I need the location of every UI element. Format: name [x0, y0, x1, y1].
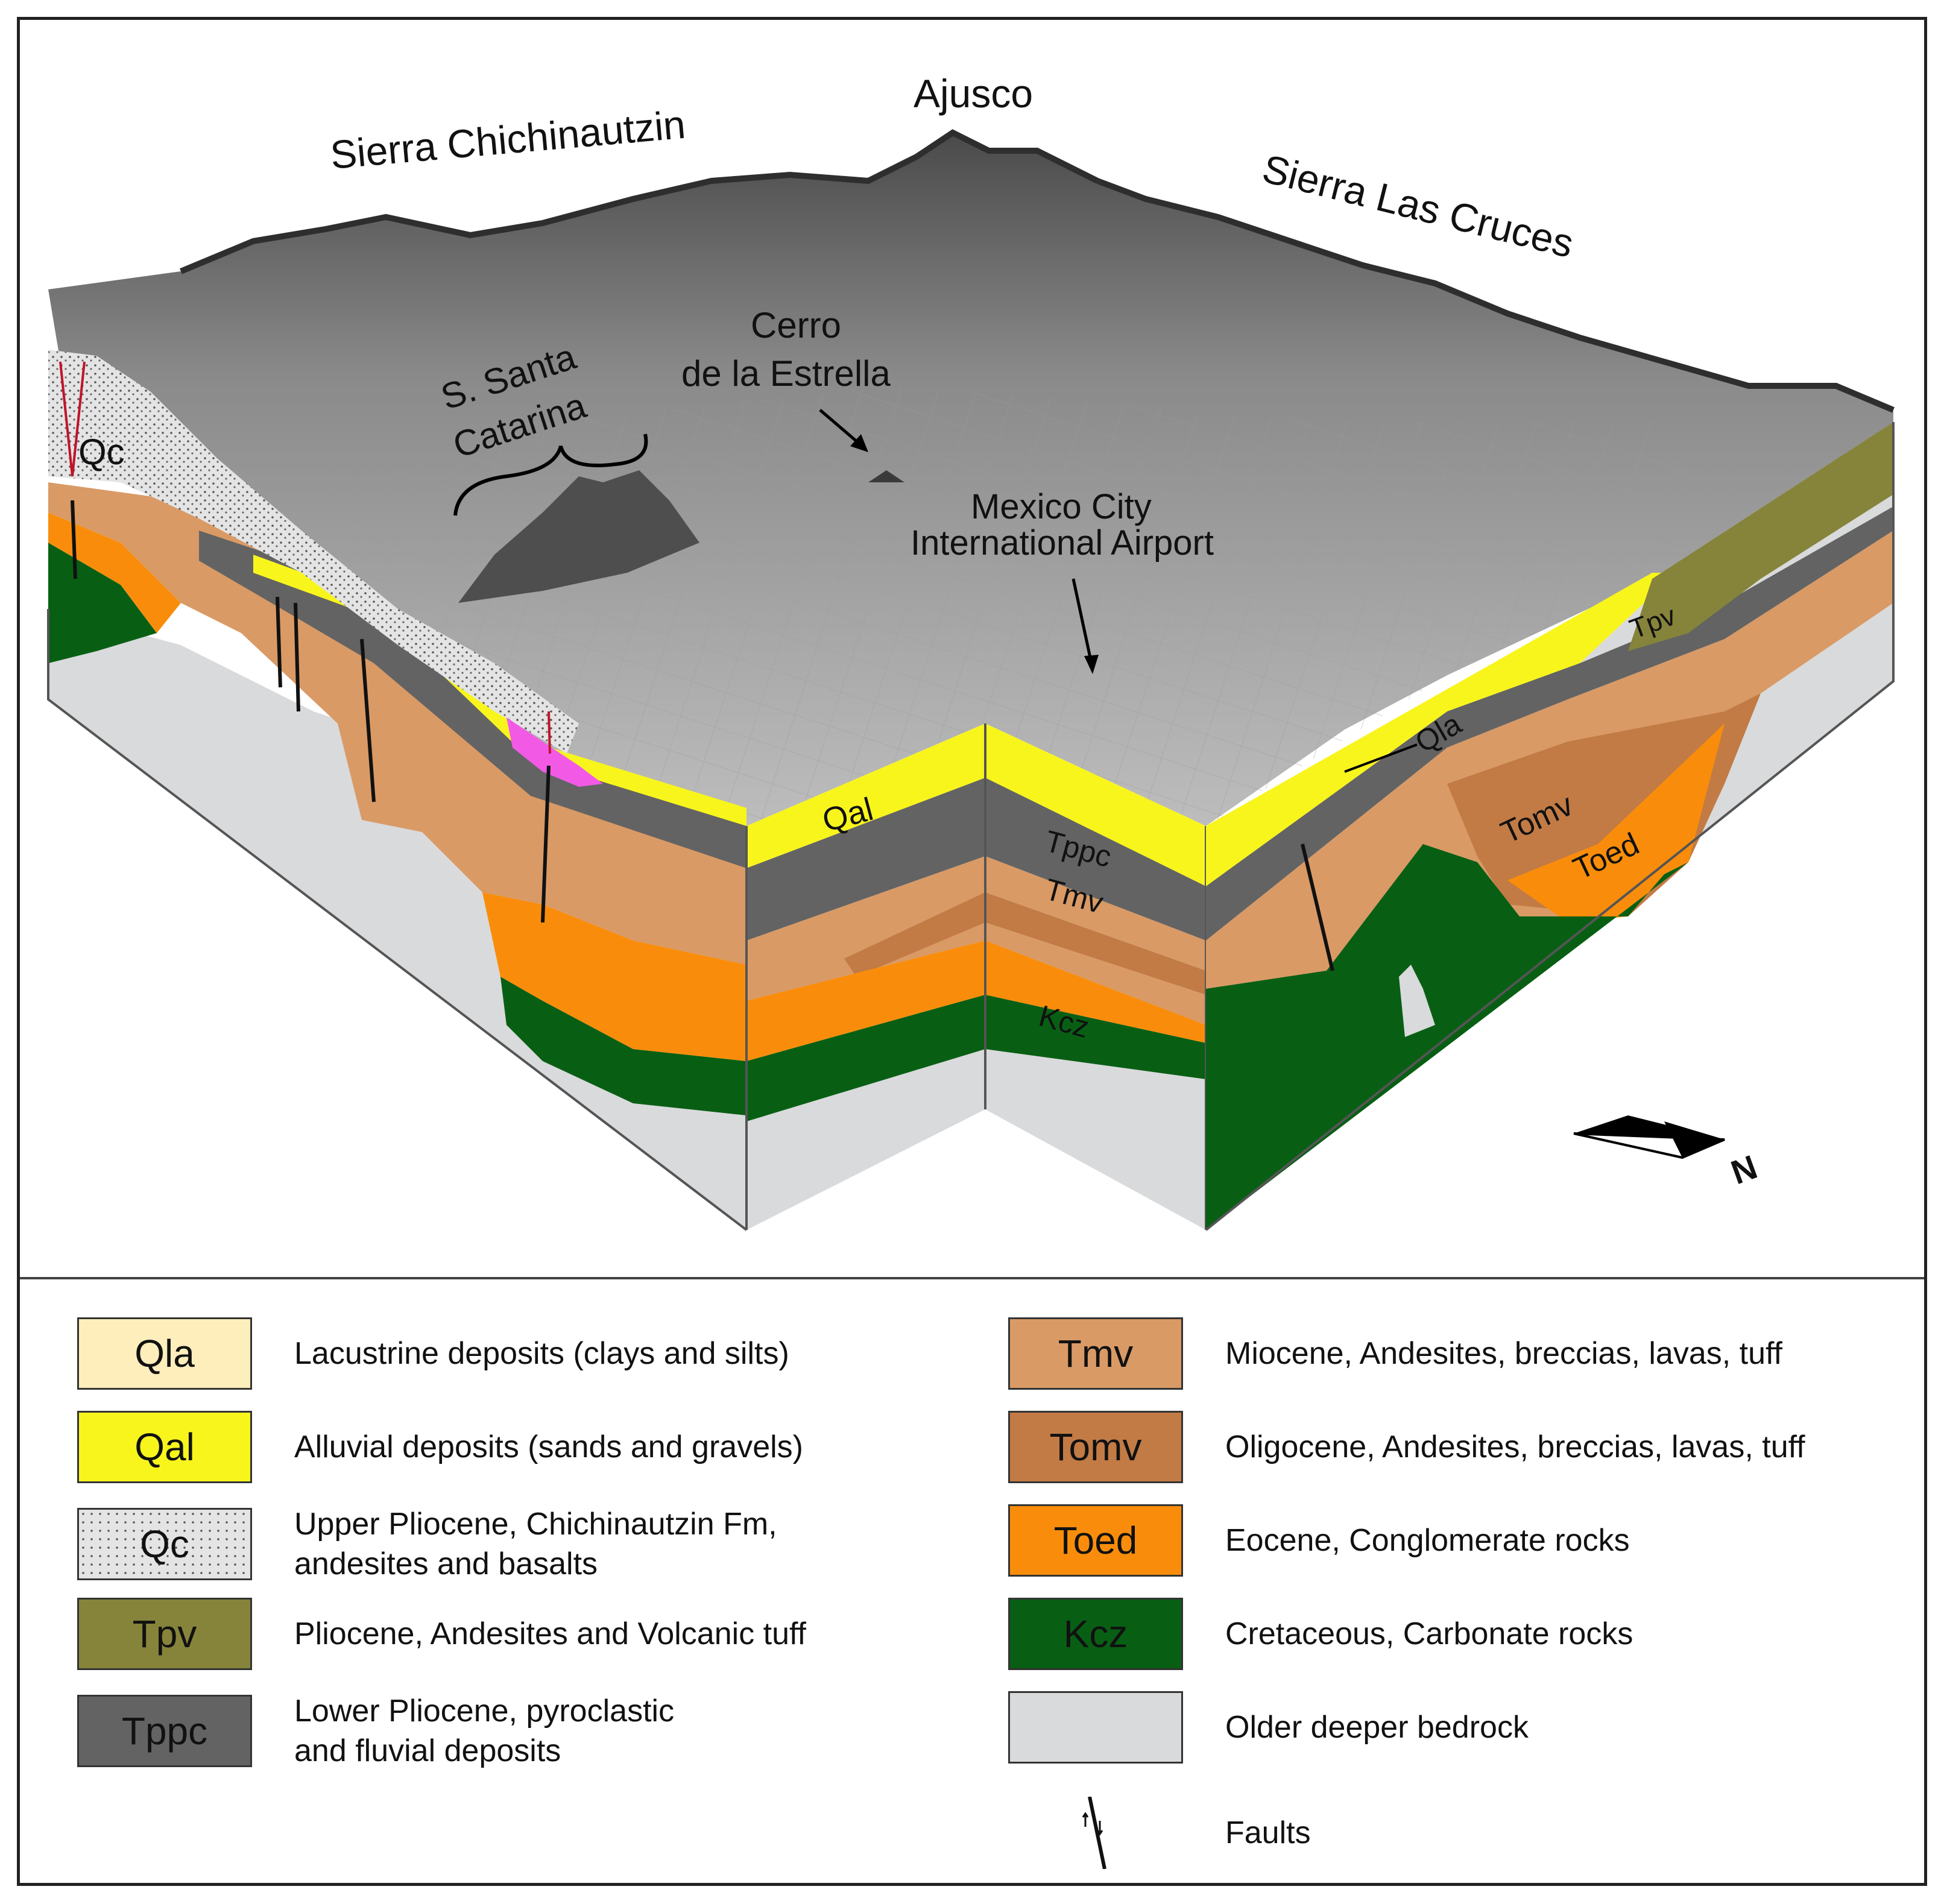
- legend-swatch: Tppc: [77, 1695, 252, 1767]
- legend-item-tmv: Tmv Miocene, Andesites, breccias, lavas,…: [1008, 1317, 1782, 1390]
- legend-desc: Lacustrine deposits (clays and silts): [294, 1336, 789, 1371]
- north-label: N: [1726, 1147, 1763, 1191]
- section-left-face: [47, 350, 748, 1231]
- legend-swatch: Kcz: [1008, 1598, 1183, 1670]
- section-middle-faces: [745, 723, 1207, 1230]
- legend-desc: Miocene, Andesites, breccias, lavas, tuf…: [1225, 1336, 1782, 1371]
- legend-item-tomv: Tomv Oligocene, Andesites, breccias, lav…: [1008, 1411, 1805, 1483]
- legend-desc: Lower Pliocene, pyroclastic and fluvial …: [294, 1694, 675, 1768]
- terrain-surface: [48, 129, 1895, 826]
- legend-swatch: Tomv: [1008, 1411, 1183, 1483]
- legend-item-tpv: Tpv Pliocene, Andesites and Volcanic tuf…: [77, 1598, 806, 1670]
- legend-swatch: Qal: [77, 1411, 252, 1483]
- legend-swatch: Tmv: [1008, 1317, 1183, 1390]
- santa-catarina-brace: [453, 433, 648, 516]
- legend-swatch: Qc: [77, 1508, 252, 1580]
- label-sierra-chichinautzin: Sierra Chichinautzin: [329, 102, 687, 177]
- legend-item-toed: Toed Eocene, Conglomerate rocks: [1008, 1504, 1630, 1577]
- label-airport-2: International Airport: [910, 523, 1214, 563]
- legend-item-faults: Faults: [1008, 1796, 1311, 1870]
- legend-item-qal: Qal Alluvial deposits (sands and gravels…: [77, 1411, 803, 1483]
- section-right-face: [1205, 422, 1895, 1231]
- label-cerro-2: de la Estrella: [681, 353, 891, 394]
- legend-desc: Alluvial deposits (sands and gravels): [294, 1430, 803, 1464]
- unit-qc: Qc: [78, 432, 125, 472]
- legend-swatch: [1008, 1691, 1183, 1764]
- label-cerro-1: Cerro: [751, 305, 841, 345]
- legend-desc: Eocene, Conglomerate rocks: [1225, 1523, 1630, 1558]
- legend-desc: Cretaceous, Carbonate rocks: [1225, 1616, 1633, 1651]
- legend-item-qla: Qla Lacustrine deposits (clays and silts…: [77, 1317, 789, 1390]
- legend-divider: [20, 1277, 1924, 1279]
- legend-desc-faults: Faults: [1225, 1815, 1311, 1850]
- legend-swatch: Tpv: [77, 1598, 252, 1670]
- legend-swatch: Toed: [1008, 1504, 1183, 1577]
- label-ajusco: Ajusco: [914, 71, 1033, 116]
- fault-symbol-icon: [1008, 1796, 1183, 1870]
- label-airport-1: Mexico City: [971, 487, 1152, 526]
- airport-arrow: [1071, 578, 1093, 664]
- legend-desc: Pliocene, Andesites and Volcanic tuff: [294, 1616, 806, 1651]
- legend-desc: Upper Pliocene, Chichinautzin Fm, andesi…: [294, 1507, 777, 1581]
- block-diagram: Sierra Chichinautzin Ajusco Sierra Las C…: [47, 71, 1895, 1231]
- legend-item-tppc: Tppc Lower Pliocene, pyroclastic and flu…: [77, 1691, 674, 1771]
- north-arrow-icon: N: [1573, 1115, 1763, 1191]
- legend-desc: Older deeper bedrock: [1225, 1710, 1529, 1745]
- legend-item-qc: Qc Upper Pliocene, Chichinautzin Fm, and…: [77, 1504, 777, 1584]
- legend-desc: Oligocene, Andesites, breccias, lavas, t…: [1225, 1430, 1805, 1464]
- cerro-arrow: [819, 409, 863, 447]
- legend-swatch: Qla: [77, 1317, 252, 1390]
- qla-arrow: [1344, 743, 1418, 773]
- legend-item-kcz: Kcz Cretaceous, Carbonate rocks: [1008, 1598, 1633, 1670]
- legend-item-bedrock: Older deeper bedrock: [1008, 1691, 1529, 1764]
